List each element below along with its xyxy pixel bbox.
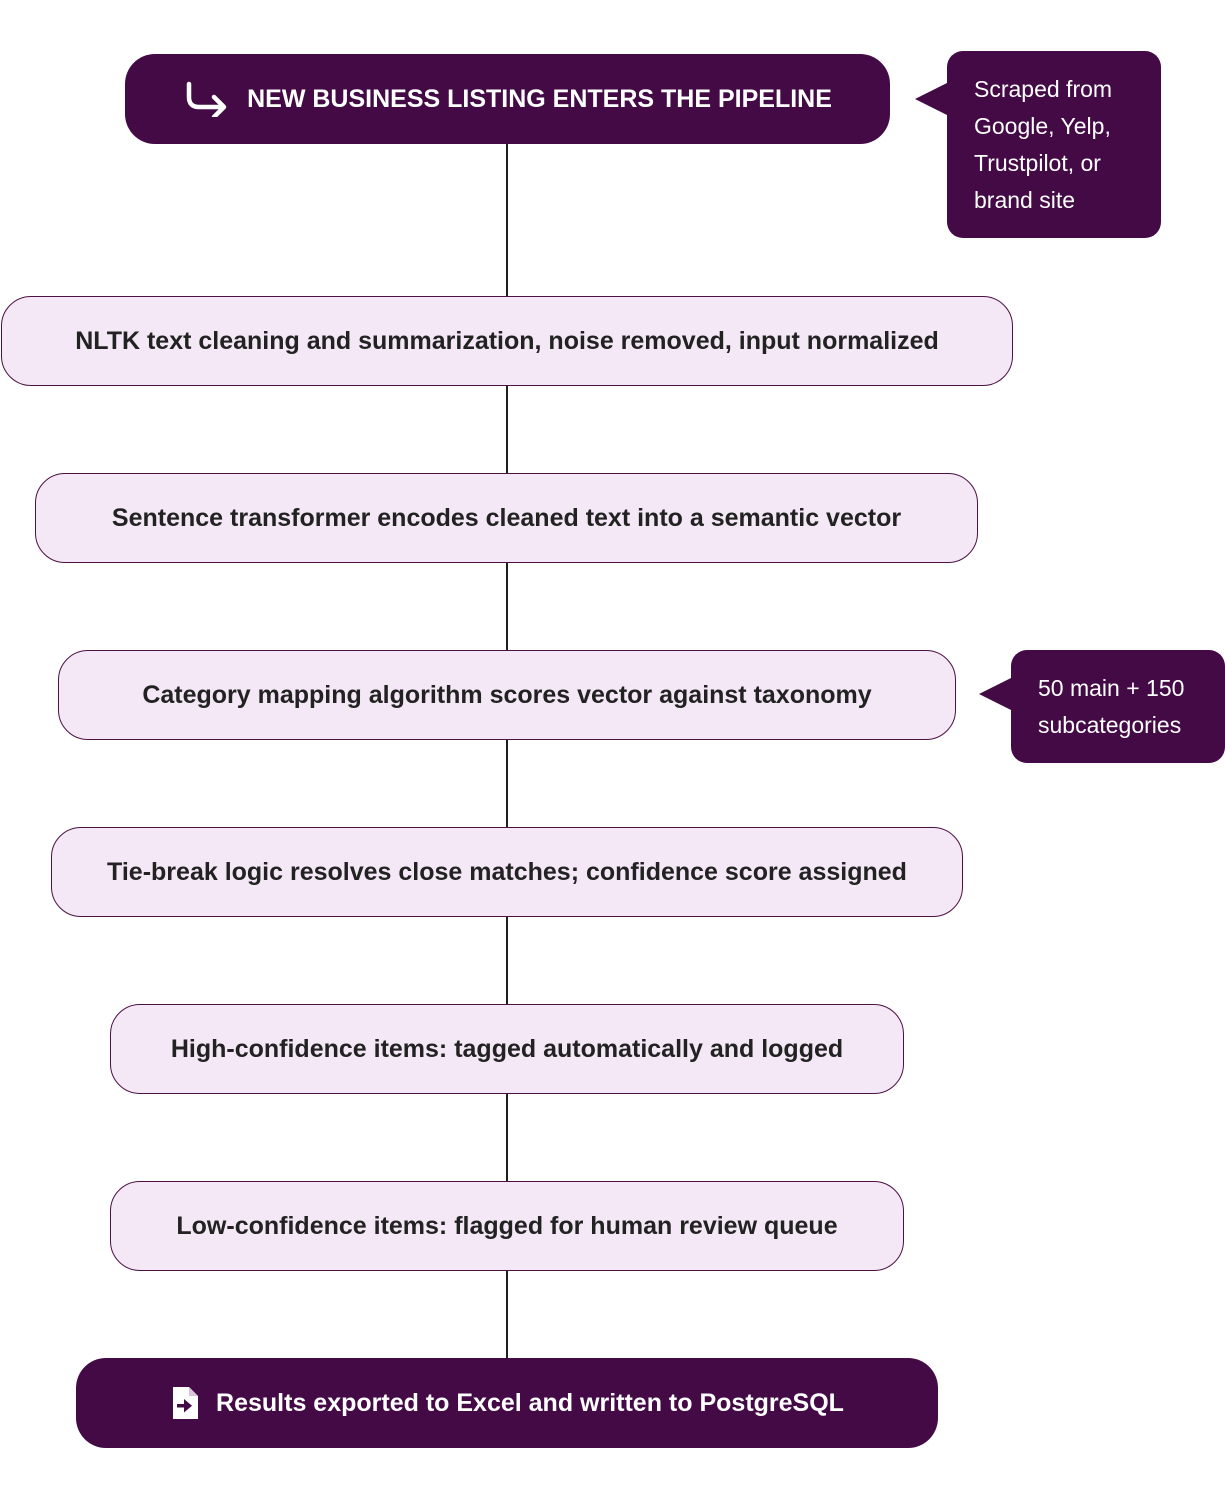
connector-5-6 — [506, 917, 508, 1004]
callout-pointer — [979, 678, 1011, 710]
callout-sources: Scraped from Google, Yelp, Trustpilot, o… — [915, 51, 1161, 238]
callout-text: Scraped from Google, Yelp, Trustpilot, o… — [974, 76, 1113, 213]
arrow-return-icon — [183, 81, 231, 117]
connector-4-5 — [506, 740, 508, 827]
connector-7-8 — [506, 1271, 508, 1358]
connector-2-3 — [506, 386, 508, 473]
step-label: Category mapping algorithm scores vector… — [142, 680, 872, 709]
callout-taxonomy: 50 main + 150 subcategories — [979, 650, 1225, 763]
step-end: Results exported to Excel and written to… — [76, 1358, 938, 1448]
step-high-confidence: High-confidence items: tagged automatica… — [110, 1004, 904, 1094]
step-label: Low-confidence items: flagged for human … — [176, 1211, 838, 1240]
step-encoding: Sentence transformer encodes cleaned tex… — [35, 473, 978, 563]
step-label: Sentence transformer encodes cleaned tex… — [111, 503, 902, 532]
callout-pointer — [915, 83, 947, 115]
step-label: Results exported to Excel and written to… — [216, 1388, 844, 1417]
step-tie-break: Tie-break logic resolves close matches; … — [51, 827, 963, 917]
step-label: NLTK text cleaning and summarization, no… — [75, 326, 939, 355]
step-low-confidence: Low-confidence items: flagged for human … — [110, 1181, 904, 1271]
step-label: NEW BUSINESS LISTING ENTERS THE PIPELINE — [247, 84, 832, 113]
connector-3-4 — [506, 563, 508, 650]
step-label: Tie-break logic resolves close matches; … — [107, 857, 907, 886]
step-label: High-confidence items: tagged automatica… — [170, 1034, 844, 1063]
connector-6-7 — [506, 1094, 508, 1181]
step-category-mapping: Category mapping algorithm scores vector… — [58, 650, 956, 740]
step-text-cleaning: NLTK text cleaning and summarization, no… — [1, 296, 1013, 386]
file-export-icon — [170, 1385, 200, 1421]
callout-text: 50 main + 150 subcategories — [1038, 675, 1185, 738]
step-start: NEW BUSINESS LISTING ENTERS THE PIPELINE — [125, 54, 890, 144]
connector-1-2 — [506, 143, 508, 296]
